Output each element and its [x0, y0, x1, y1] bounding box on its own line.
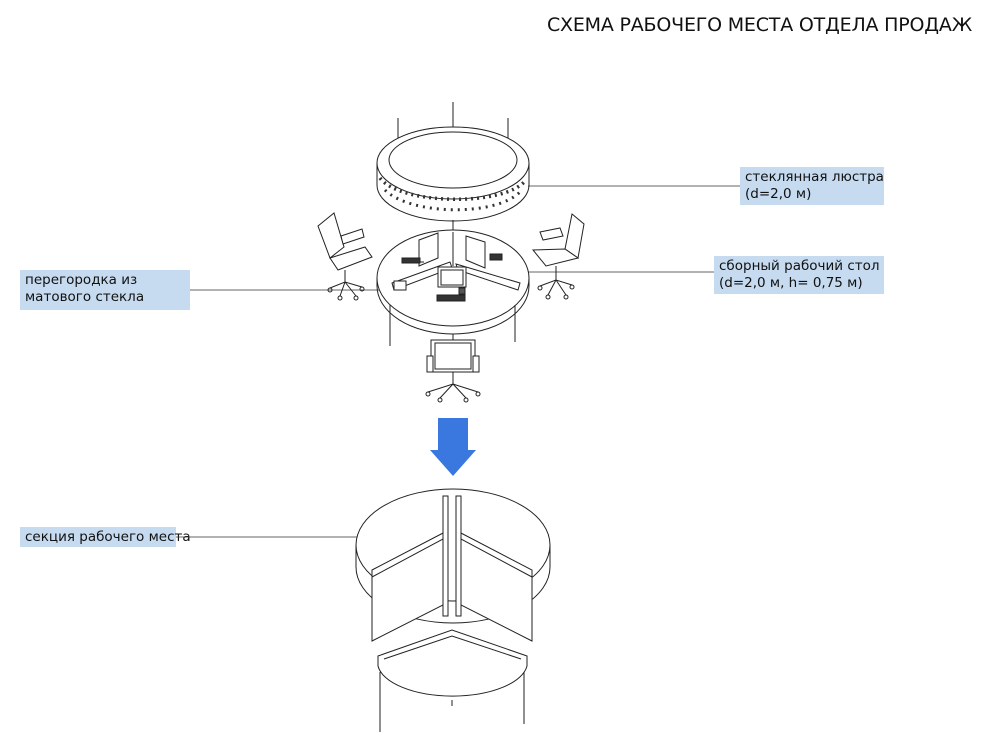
chair-left: [317, 212, 373, 301]
callout-chandelier: стеклянная люстра (d=2,0 м): [740, 167, 884, 205]
leader-lines: [176, 185, 740, 538]
chandelier: [376, 102, 530, 262]
page-title: СХЕМА РАБОЧЕГО МЕСТА ОТДЕЛА ПРОДАЖ: [546, 14, 972, 36]
monitors: [401, 232, 503, 302]
callout-partition-line2: матового стекла: [25, 289, 145, 305]
callout-desk-line1: сборный рабочий стол: [719, 258, 880, 274]
callout-section-line1: секция рабочего места: [25, 529, 191, 545]
callout-desk-line2: (d=2,0 м, h= 0,75 м): [719, 275, 863, 291]
desk-partitions: [391, 232, 521, 291]
callout-chandelier-line2: (d=2,0 м): [745, 186, 812, 202]
callout-partition-line1: перегородка из: [25, 272, 138, 288]
arrow-down-icon: [430, 418, 476, 476]
chair-right: [531, 213, 585, 300]
callout-desk: сборный рабочий стол (d=2,0 м, h= 0,75 м…: [714, 256, 884, 294]
workplace-section: [355, 488, 551, 732]
callout-chandelier-line1: стеклянная люстра: [745, 169, 884, 185]
callout-section: секция рабочего места: [20, 527, 191, 547]
chair-front: [425, 339, 481, 403]
callout-partition: перегородка из матового стекла: [20, 270, 190, 310]
